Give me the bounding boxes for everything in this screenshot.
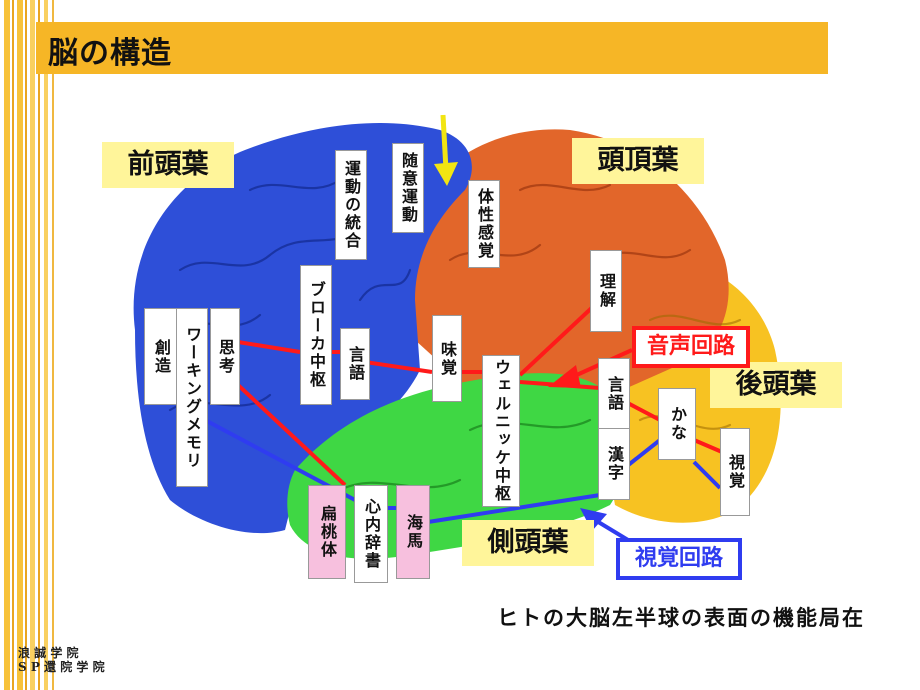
label-wernicke: ウェルニッケ中枢 — [482, 355, 520, 507]
label-amygdala: 扁桃体 — [308, 485, 346, 579]
caption: ヒトの大脳左半球の表面の機能局在 — [497, 606, 865, 630]
label-creativity: 創造 — [144, 308, 178, 405]
motion-arrow — [434, 114, 458, 186]
label-visual-route: 視覚回路 — [616, 538, 742, 580]
label-thinking: 思考 — [210, 308, 240, 405]
decorative-stripes — [0, 0, 66, 690]
audio-lines — [236, 300, 723, 487]
page-title: 脳の構造 — [48, 36, 172, 71]
label-mental-lexicon: 心内辞書 — [354, 485, 388, 583]
label-audio-route: 音声回路 — [632, 326, 750, 368]
label-vision: 視覚 — [720, 428, 750, 516]
label-taste: 味覚 — [432, 315, 462, 402]
label-understanding: 理解 — [590, 250, 622, 332]
logo: 浪 誠 学 院 S P 還 院 学 院 — [18, 646, 105, 674]
label-temporal-lobe: 側頭葉 — [462, 520, 594, 566]
label-voluntary-motion: 随意運動 — [392, 143, 424, 233]
logo-line-2: S P 還 院 学 院 — [18, 660, 105, 674]
label-kana: かな — [658, 388, 696, 460]
label-occipital-lobe: 後頭葉 — [710, 362, 842, 408]
logo-line-1: 浪 誠 学 院 — [18, 646, 79, 660]
label-kanji: 漢字 — [598, 428, 630, 500]
label-language-left: 言語 — [340, 328, 370, 400]
label-motor-integration: 運動の統合 — [335, 150, 367, 260]
label-working-memory: ワーキングメモリ — [176, 308, 208, 487]
label-parietal-lobe: 頭頂葉 — [572, 138, 704, 184]
title-bar — [36, 22, 828, 74]
label-language-right: 言語 — [598, 358, 630, 430]
label-somatic-sense: 体性感覚 — [468, 180, 500, 268]
label-broca: ブローカ中枢 — [300, 265, 332, 405]
visual-route-arrow — [580, 508, 630, 542]
label-frontal-lobe: 前頭葉 — [102, 142, 234, 188]
label-hippocampus: 海馬 — [396, 485, 430, 579]
